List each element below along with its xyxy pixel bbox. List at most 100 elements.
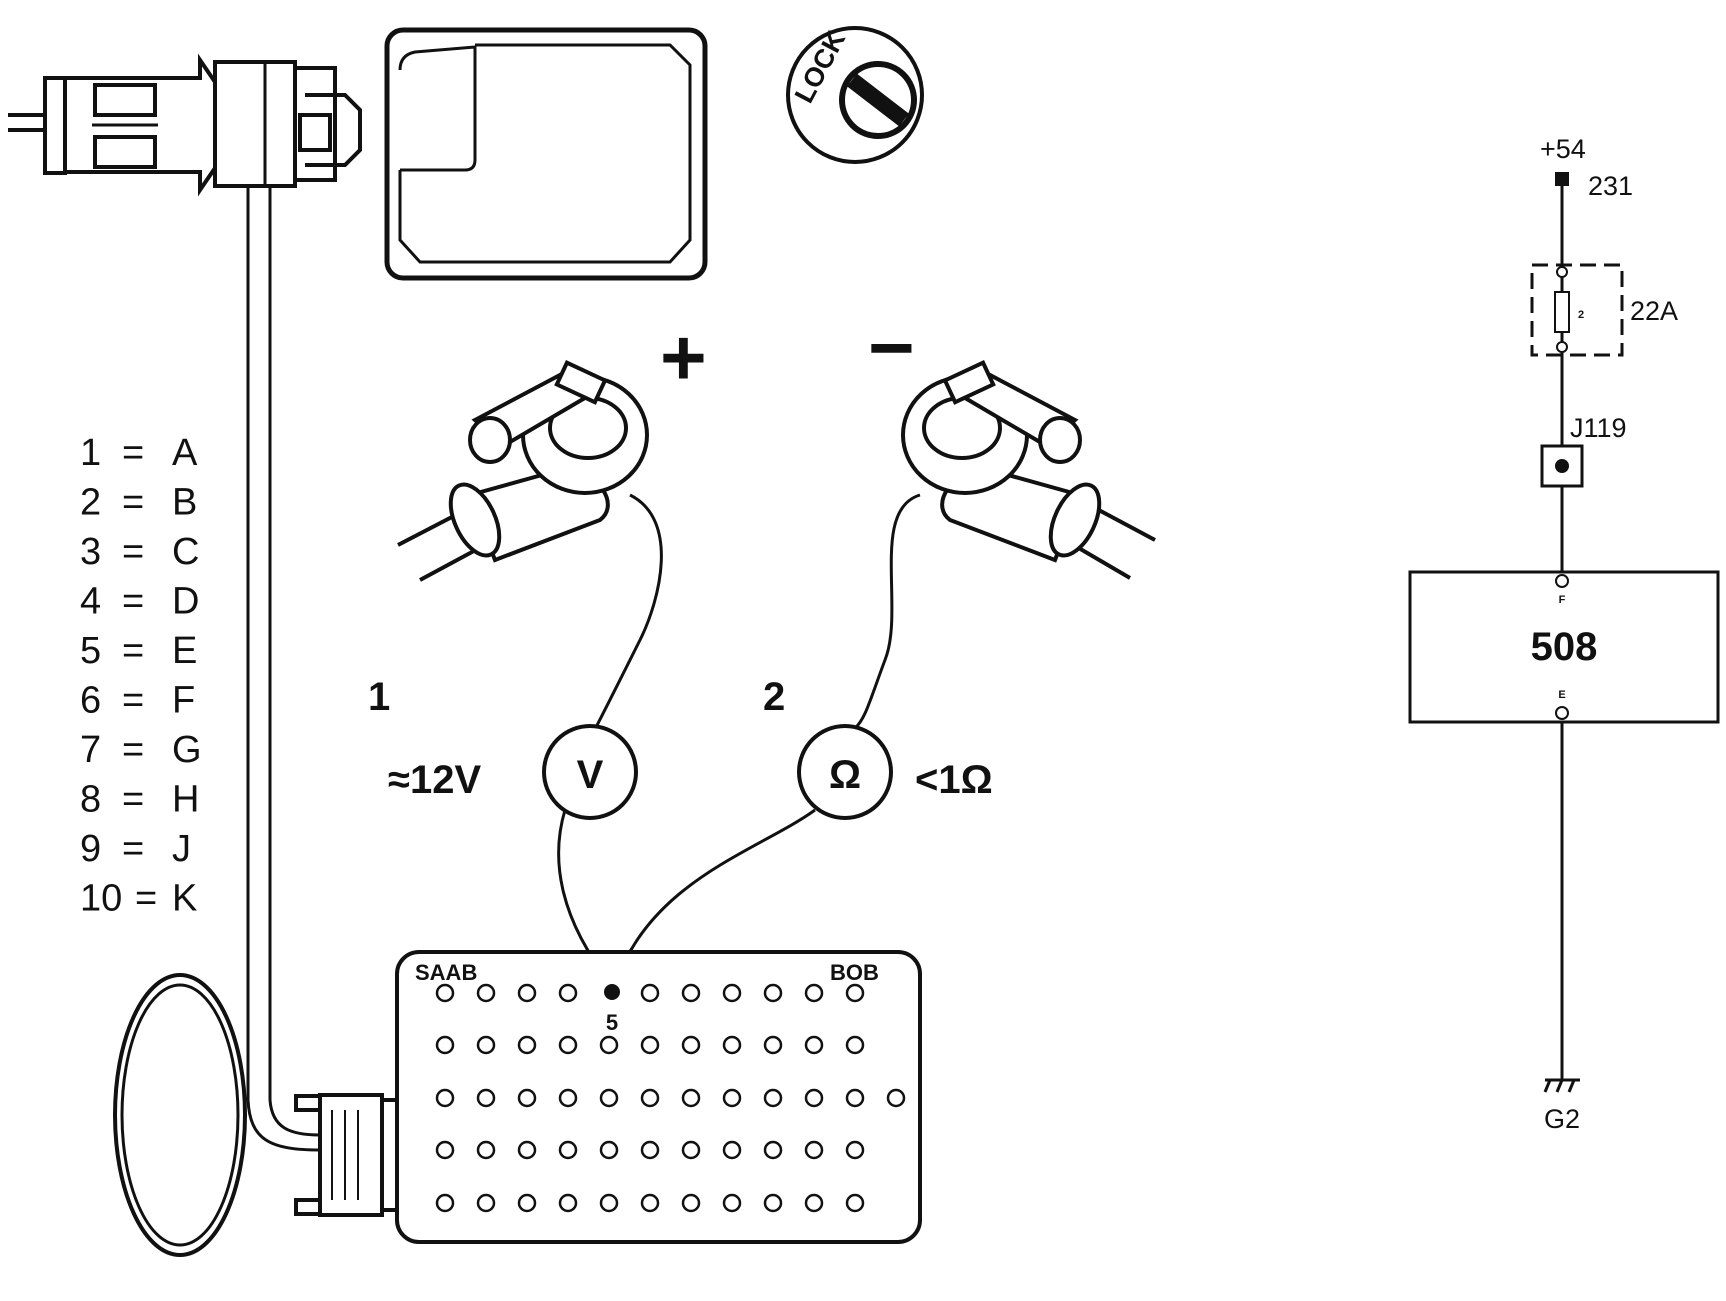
wiring-schematic: +54 231 2 22A J119 F 508 E G2 (1408, 134, 1720, 1134)
bob-pin (681, 983, 701, 1003)
connector-label: J119 (1570, 413, 1627, 443)
bob-pin (517, 1140, 537, 1160)
step-2-label: 2 (763, 675, 785, 719)
bob-pin (599, 1193, 619, 1213)
legend-number: 4 (80, 581, 101, 623)
bob-pin (722, 983, 742, 1003)
bob-pin (435, 1193, 455, 1213)
legend-equals: = (122, 680, 144, 722)
bob-pin (435, 1035, 455, 1055)
legend-equals: = (122, 630, 144, 672)
legend-equals: = (122, 531, 144, 573)
bob-pin (476, 983, 496, 1003)
voltmeter-symbol: V (577, 753, 604, 797)
legend-equals: = (135, 878, 157, 920)
legend-row: 7=G (80, 729, 202, 771)
supply-label: +54 (1540, 134, 1586, 164)
bob-pin (681, 1035, 701, 1055)
legend-row: 4=D (80, 581, 199, 623)
bob-pin (476, 1035, 496, 1055)
fuse-symbol (1554, 291, 1570, 333)
bob-pin (804, 1140, 824, 1160)
bob-pin (763, 1193, 783, 1213)
bob-name-label: BOB (830, 960, 879, 985)
legend-number: 8 (80, 779, 101, 821)
bob-pin (435, 983, 455, 1003)
legend-row: 2 = B (80, 482, 197, 524)
bob-pin (722, 1193, 742, 1213)
bob-pin (640, 1088, 660, 1108)
supply-terminal (1555, 172, 1569, 186)
legend-row: 1=A (80, 432, 198, 474)
bob-pin (640, 983, 660, 1003)
diagnostic-connector (8, 53, 399, 1257)
bob-pin (845, 1140, 865, 1160)
fuse-number-label: 2 (1578, 309, 1584, 321)
bob-pin (845, 1088, 865, 1108)
legend-row: 5 = E (80, 630, 197, 672)
bob-pin (476, 1088, 496, 1108)
resistance-value: <1Ω (915, 758, 993, 802)
bob-pin (845, 983, 865, 1003)
bob-pin (886, 1088, 906, 1108)
break-out-box: SAAB BOB 5 (395, 950, 922, 1244)
bob-pin (558, 1035, 578, 1055)
bob-pin-grid (435, 983, 906, 1213)
legend-letter: F (172, 680, 195, 722)
bob-pin (558, 983, 578, 1003)
pin-legend: 1=A2=B3=C4=D5=E6=F7=G8=H9=J10=K (80, 432, 202, 920)
legend-number: 10 (80, 878, 122, 920)
bob-pin (476, 1193, 496, 1213)
bob-pin (763, 983, 783, 1003)
pin-in-label: F (1559, 594, 1566, 606)
bob-pin (681, 1088, 701, 1108)
battery-minus-label: − (868, 303, 915, 392)
bob-pin (435, 1088, 455, 1108)
legend-letter: G (172, 729, 202, 771)
legend-letter: J (172, 828, 191, 870)
legend-equals: = (122, 482, 144, 524)
fuse-box (1530, 263, 1624, 357)
legend-row: 10 = K (80, 878, 197, 920)
legend-number: 5 (80, 630, 101, 672)
legend-letter: A (172, 432, 198, 474)
legend-row: 3 = C (80, 531, 199, 573)
bob-pin (640, 1193, 660, 1213)
bob-pin (517, 983, 537, 1003)
legend-letter: B (172, 482, 197, 524)
bob-pin (640, 1035, 660, 1055)
positive-battery-clamp (397, 360, 649, 582)
bob-pin (558, 1193, 578, 1213)
component-label: 508 (1531, 625, 1598, 669)
bob-pin (517, 1193, 537, 1213)
bob-pin (722, 1088, 742, 1108)
connector-symbol (1540, 444, 1584, 488)
legend-number: 3 (80, 531, 101, 573)
bob-pin (681, 1193, 701, 1213)
legend-equals: = (122, 828, 144, 870)
bob-pin (804, 1088, 824, 1108)
bob-pin (681, 1140, 701, 1160)
legend-number: 7 (80, 729, 101, 771)
control-module (384, 27, 708, 281)
legend-letter: C (172, 531, 199, 573)
legend-letter: E (172, 630, 197, 672)
bob-pin (640, 1140, 660, 1160)
bob-pin (804, 1193, 824, 1213)
legend-row: 6=F (80, 680, 195, 722)
legend-letter: K (172, 878, 197, 920)
legend-number: 1 (80, 432, 101, 474)
voltage-value: ≈12V (388, 758, 481, 802)
step-1-label: 1 (368, 675, 390, 719)
wire-number-label: 231 (1588, 171, 1633, 201)
legend-number: 9 (80, 828, 101, 870)
bob-pin (845, 1193, 865, 1213)
bob-pin-5-active (604, 984, 620, 1000)
bob-pin (558, 1140, 578, 1160)
legend-equals: = (122, 581, 144, 623)
bob-pin (599, 1035, 619, 1055)
ground-label: G2 (1544, 1104, 1580, 1134)
bob-pin (599, 1088, 619, 1108)
legend-number: 2 (80, 482, 101, 524)
